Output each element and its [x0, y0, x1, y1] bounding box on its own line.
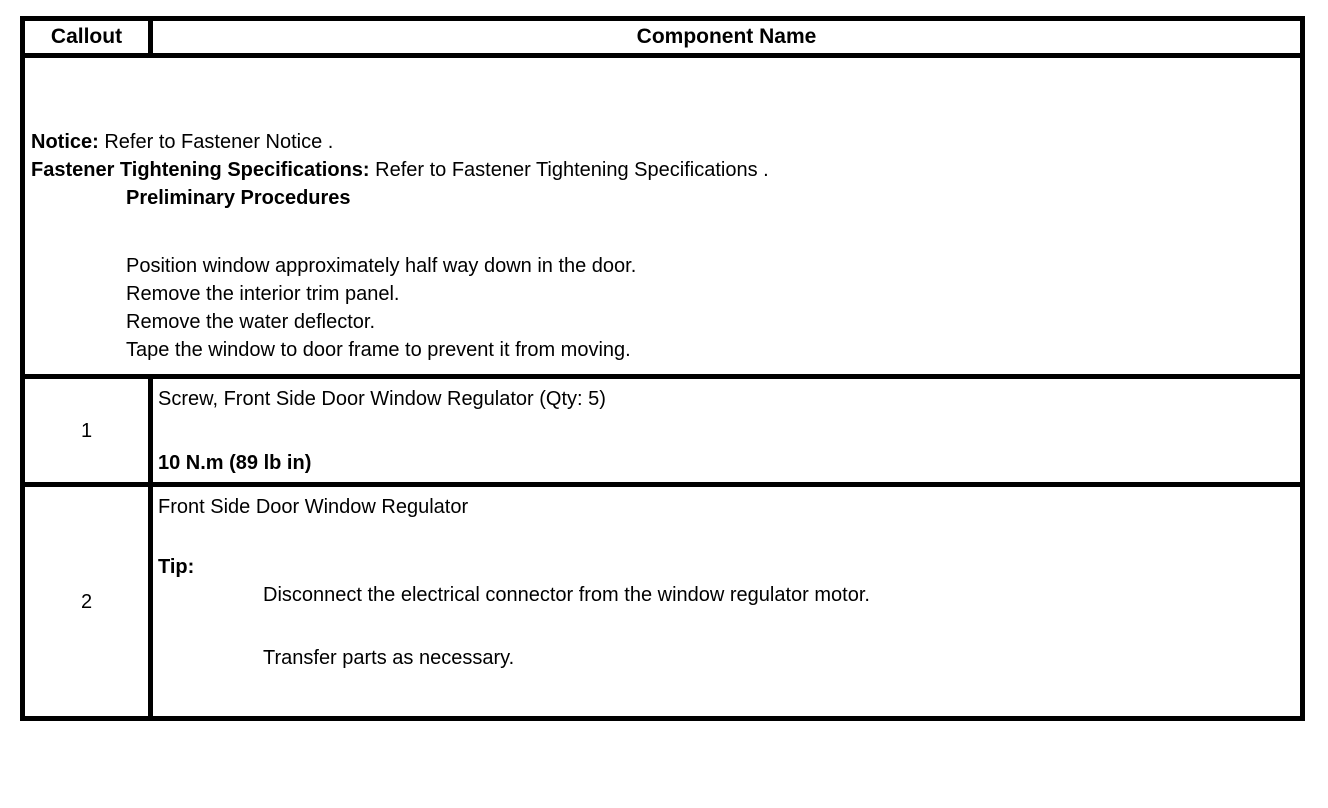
preliminary-step: Tape the window to door frame to prevent…	[126, 339, 631, 361]
component-cell-2: Front Side Door Window Regulator Tip: Di…	[148, 482, 1305, 721]
tip-step: Transfer parts as necessary.	[263, 647, 515, 669]
callout-number-2: 2	[20, 482, 153, 721]
header-row: Callout Component Name	[20, 16, 1305, 58]
component-name-text: Screw, Front Side Door Window Regulator …	[158, 388, 606, 410]
component-cell-1: Screw, Front Side Door Window Regulator …	[148, 374, 1305, 487]
fastener-specs-label: Fastener Tightening Specifications:	[31, 159, 370, 181]
torque-spec-text: 10 N.m (89 lb in)	[158, 452, 312, 474]
fastener-specs-text: Refer to Fastener Tightening Specificati…	[375, 159, 769, 181]
notice-text: Refer to Fastener Notice .	[104, 131, 334, 153]
callout-column-header: Callout	[20, 16, 153, 58]
notice-label: Notice:	[31, 131, 99, 153]
notice-line: Notice: Refer to Fastener Notice .	[31, 128, 1292, 156]
component-callout-table: Callout Component Name Notice: Refer to …	[20, 16, 1305, 721]
fastener-specs-line: Fastener Tightening Specifications: Refe…	[31, 156, 1292, 184]
preliminary-step: Position window approximately half way d…	[126, 255, 637, 277]
preliminary-procedures-title: Preliminary Procedures	[126, 187, 351, 209]
notes-row: Notice: Refer to Fastener Notice . Faste…	[20, 53, 1305, 379]
preliminary-step: Remove the water deflector.	[126, 311, 376, 333]
table-row-2: 2 Front Side Door Window Regulator Tip: …	[20, 482, 1305, 721]
tip-step: Disconnect the electrical connector from…	[263, 584, 870, 606]
component-name-text: Front Side Door Window Regulator	[158, 496, 469, 518]
table-row-1: 1 Screw, Front Side Door Window Regulato…	[20, 374, 1305, 487]
preliminary-procedures-steps: Position window approximately half way d…	[126, 252, 1292, 364]
preliminary-procedures-block: Preliminary Procedures Position window a…	[126, 184, 1292, 364]
notes-cell: Notice: Refer to Fastener Notice . Faste…	[20, 53, 1305, 379]
tip-label: Tip:	[158, 556, 195, 578]
preliminary-step: Remove the interior trim panel.	[126, 283, 400, 305]
component-name-column-header: Component Name	[148, 16, 1305, 58]
callout-number-1: 1	[20, 374, 153, 487]
